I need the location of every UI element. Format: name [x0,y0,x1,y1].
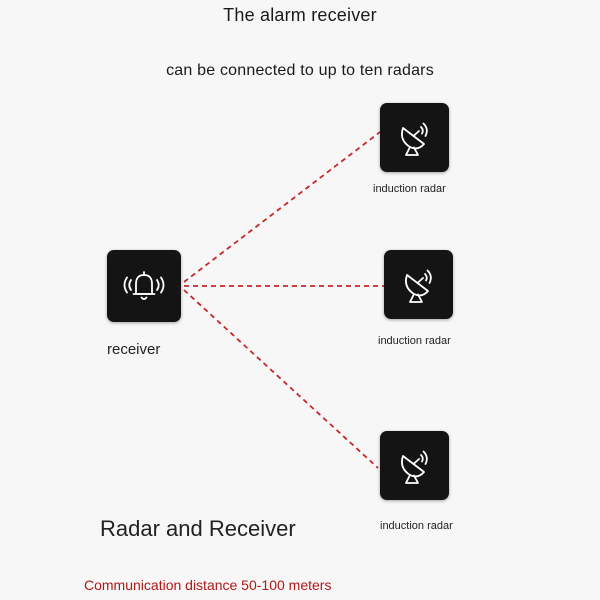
radar-dish-icon [404,269,432,303]
bell-alarm-icon [123,271,165,300]
diagram-title: Radar and Receiver [100,516,296,541]
connection-line-radar-1 [183,131,381,283]
header-line-2: can be connected to up to ten radars [166,62,434,79]
communication-distance-note: Communication distance 50-100 meters [84,577,332,593]
radar-label-2: induction radar [378,335,451,347]
radar-dish-icon [400,450,428,484]
radar-dish-icon [400,122,428,156]
radar-label-1: induction radar [373,183,446,195]
receiver-label: receiver [107,341,161,358]
induction-radar-1 [380,103,449,172]
header-line-1: The alarm receiver [223,5,377,25]
receiver-device [107,250,181,322]
connection-line-radar-3 [183,289,379,469]
induction-radar-3 [380,431,449,500]
radar-label-3: induction radar [380,520,453,532]
induction-radar-2 [384,250,453,319]
